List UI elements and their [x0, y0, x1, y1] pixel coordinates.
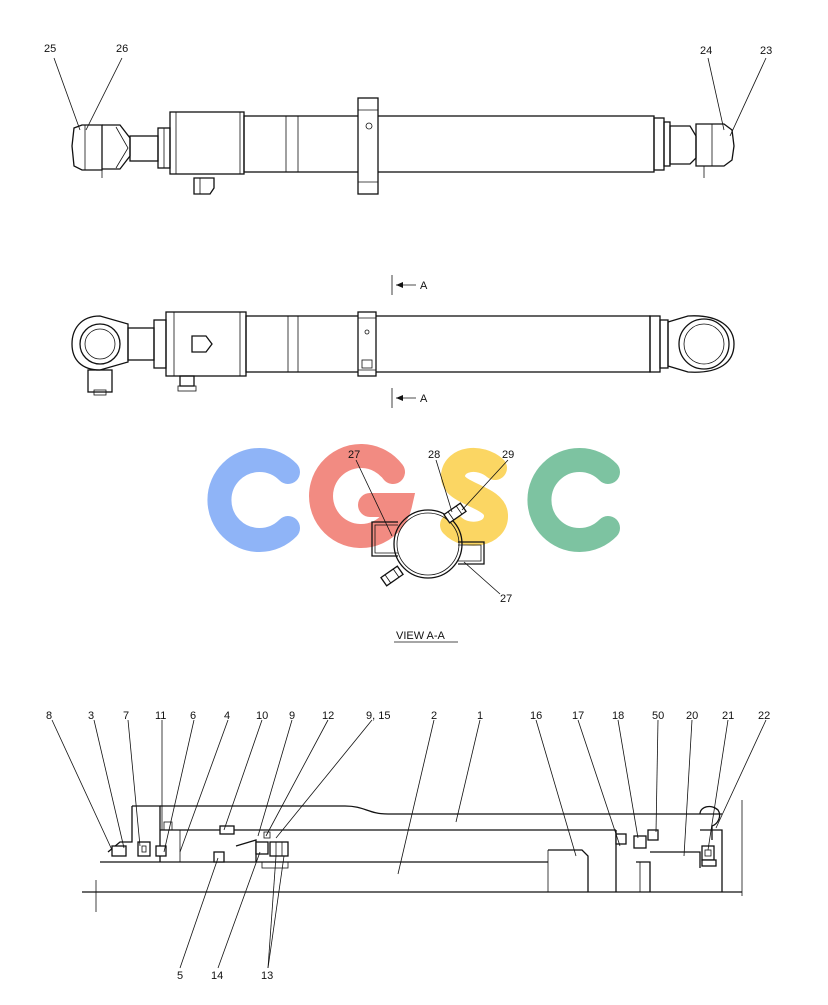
callout-22: 22	[758, 710, 770, 722]
callout-13: 13	[261, 970, 273, 982]
callout-23: 23	[760, 45, 772, 57]
cylinder-top-view	[71, 97, 735, 195]
callout-27-bottom: 27	[500, 593, 512, 605]
callout-7: 7	[123, 710, 129, 722]
callout-17: 17	[572, 710, 584, 722]
callout-24: 24	[700, 45, 712, 57]
callout-2: 2	[431, 710, 437, 722]
callout-12: 12	[322, 710, 334, 722]
callout-1: 1	[477, 710, 483, 722]
detail-callouts: 8 3 7 11 6 4 10 9 12 9, 15 2 1 16 17 18 …	[46, 710, 770, 982]
detail-leader-lines	[51, 719, 767, 969]
callout-50: 50	[652, 710, 664, 722]
callout-18: 18	[612, 710, 624, 722]
callout-6: 6	[190, 710, 196, 722]
watermark-letter-c1	[207, 448, 300, 552]
callout-16: 16	[530, 710, 542, 722]
callout-26: 26	[116, 43, 128, 55]
section-mark-bottom: A	[420, 393, 428, 405]
callout-8: 8	[46, 710, 52, 722]
callout-5: 5	[177, 970, 183, 982]
callout-27-top: 27	[348, 449, 360, 461]
callout-9: 9	[289, 710, 295, 722]
callout-28: 28	[428, 449, 440, 461]
callout-29: 29	[502, 449, 514, 461]
watermark-letter-c2	[527, 448, 620, 552]
cgsc-watermark-logo	[207, 444, 620, 552]
section-title: VIEW A-A	[396, 630, 446, 642]
section-markers: A A	[391, 275, 428, 408]
top-view-callouts: 25 26 24 23	[44, 43, 772, 137]
callout-25: 25	[44, 43, 56, 55]
cylinder-side-view	[71, 311, 735, 396]
callout-4: 4	[224, 710, 230, 722]
callout-3: 3	[88, 710, 94, 722]
section-view-a-a: 27 28 29 27 VIEW A-A	[348, 449, 514, 643]
section-mark-top: A	[420, 280, 428, 292]
callout-14: 14	[211, 970, 223, 982]
callout-11: 11	[155, 710, 166, 722]
callout-20: 20	[686, 710, 698, 722]
callout-9-15: 9, 15	[366, 710, 390, 722]
watermark-letter-s	[440, 448, 508, 546]
callout-10: 10	[256, 710, 268, 722]
watermark-letter-g	[309, 444, 416, 548]
callout-21: 21	[722, 710, 734, 722]
detail-cross-section	[82, 800, 743, 912]
